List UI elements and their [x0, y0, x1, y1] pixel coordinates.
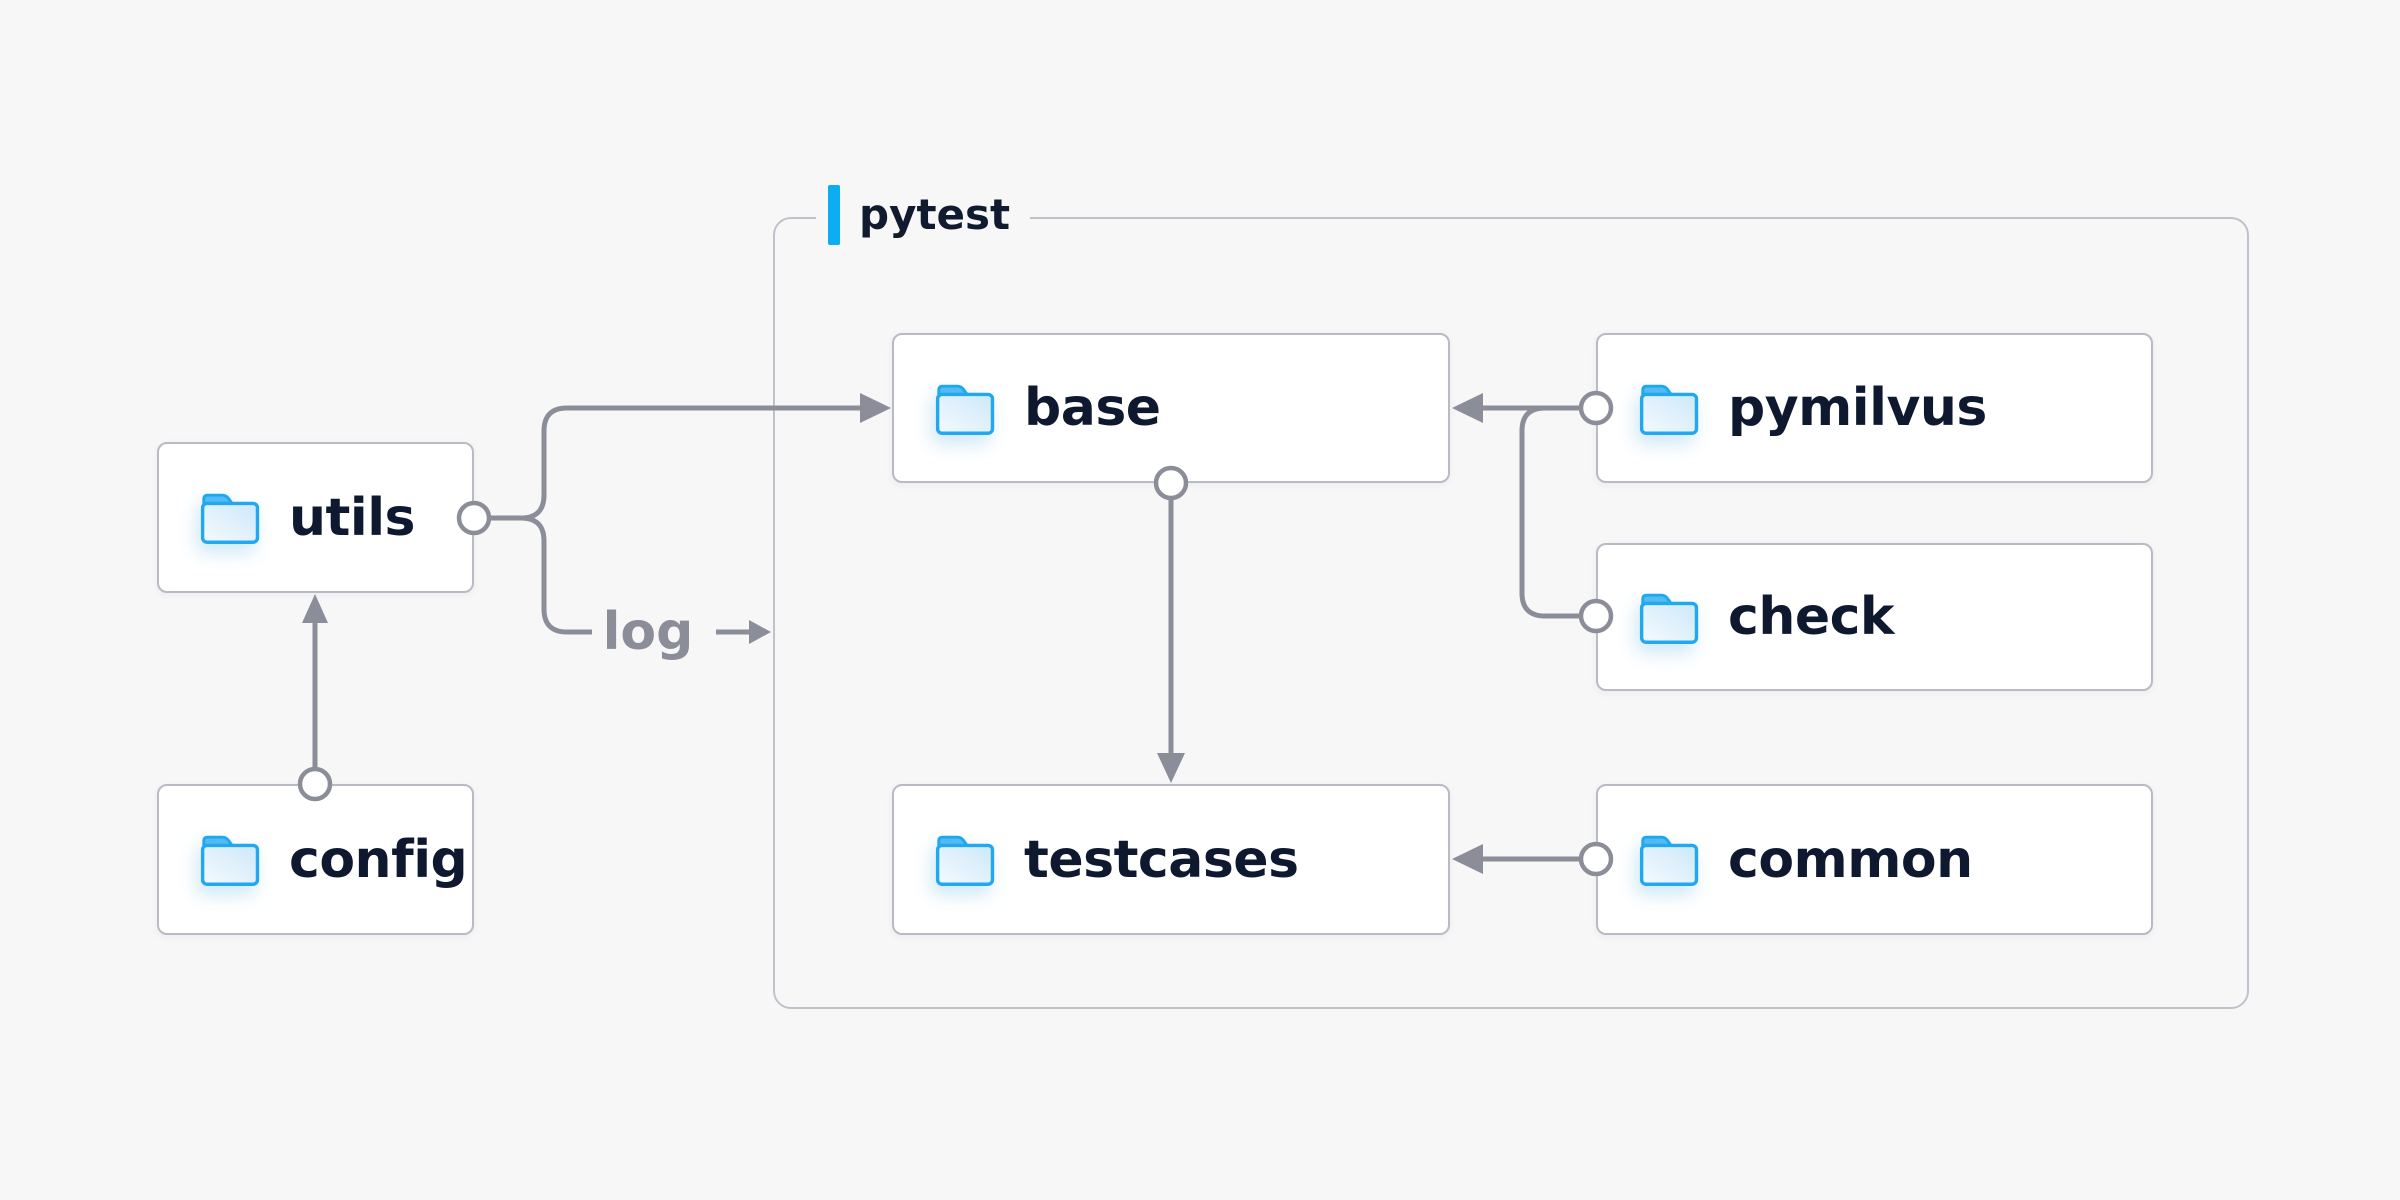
folder-icon	[935, 835, 995, 886]
folder-icon	[1639, 835, 1699, 886]
node-check: check	[1596, 543, 2153, 691]
node-label: pymilvus	[1728, 378, 1987, 438]
arrowhead-into-utils	[302, 594, 328, 623]
node-label: config	[289, 829, 468, 890]
node-label: check	[1728, 587, 1895, 647]
accent-bar-icon	[828, 185, 840, 245]
node-config: config	[157, 784, 474, 935]
edge-utils-to-log	[490, 515, 592, 635]
folder-icon	[1639, 593, 1699, 644]
edge-label-log: log	[602, 602, 694, 662]
node-label: testcases	[1024, 829, 1299, 890]
group-title: pytest	[859, 190, 1011, 239]
arrowhead-log	[749, 620, 771, 644]
node-label: common	[1728, 829, 1973, 890]
node-utils: utils	[157, 442, 474, 593]
node-base: base	[892, 333, 1450, 483]
pytest-group-container	[773, 217, 2249, 1009]
node-pymilvus: pymilvus	[1596, 333, 2153, 483]
folder-icon	[200, 493, 260, 544]
node-label: base	[1024, 378, 1161, 438]
folder-icon	[200, 835, 260, 886]
node-common: common	[1596, 784, 2153, 935]
folder-icon	[1639, 384, 1699, 435]
folder-icon	[935, 384, 995, 435]
node-testcases: testcases	[892, 784, 1450, 935]
pytest-group-label: pytest	[816, 184, 1031, 246]
node-label: utils	[289, 487, 415, 548]
